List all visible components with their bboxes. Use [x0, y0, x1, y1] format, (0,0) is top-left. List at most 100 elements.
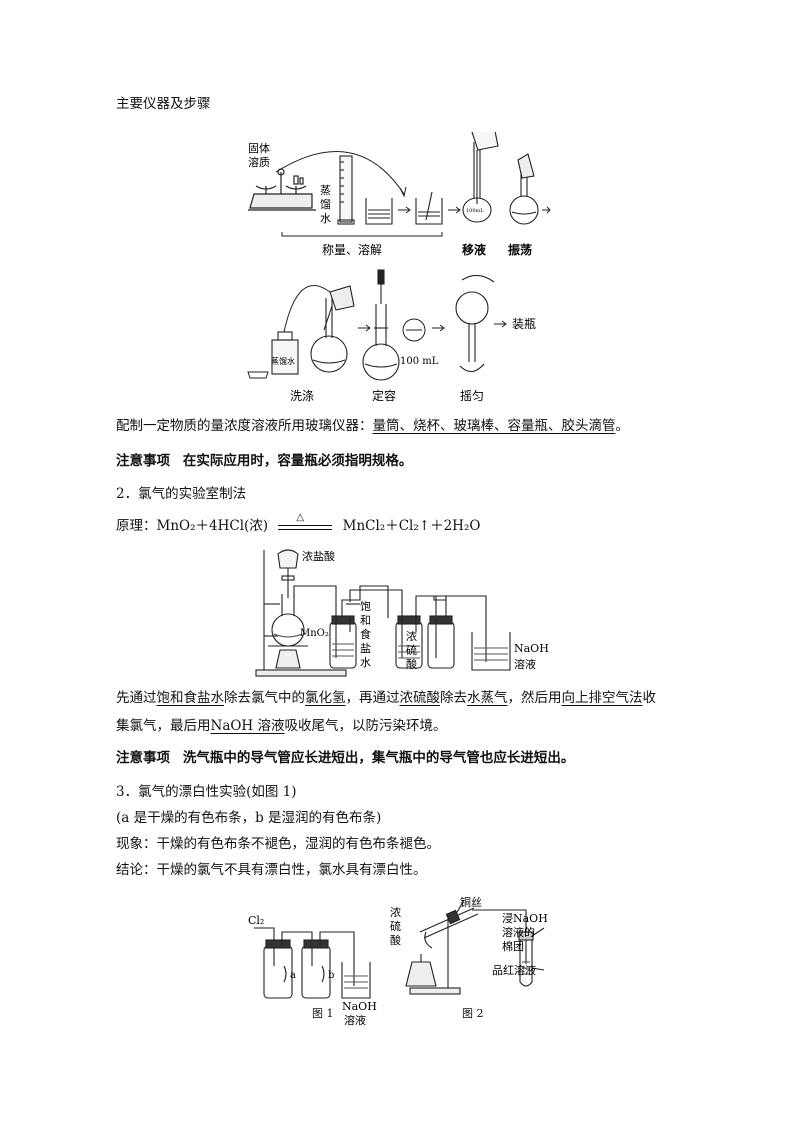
note-label: 注意事项 [116, 750, 170, 766]
text-span: 先通过 [116, 690, 157, 706]
label-naoh-2: 溶液 [514, 657, 536, 671]
chlorine-paragraph-line-2: 集氯气，最后用NaOH 溶液吸收尾气，以防污染环境。 [116, 716, 447, 736]
label-sat-salt-4: 盐 [360, 642, 371, 655]
label-conc-hcl: 浓盐酸 [302, 549, 335, 563]
label-naoh-fig1-2: 溶液 [344, 1013, 366, 1026]
label-distilled-water-2: 馏 [320, 197, 331, 211]
underline-sat-salt: 饱和食盐水 [156, 690, 225, 706]
label-invert-mix: 摇匀 [460, 389, 484, 403]
label-weigh-dissolve: 称量、溶解 [322, 242, 382, 257]
graduated-cylinder [337, 155, 355, 225]
label-cotton-1: 浸NaOH [502, 912, 548, 925]
flask-invert-mix [455, 274, 495, 373]
figure-2-caption: 图 2 [462, 1007, 484, 1020]
chlorine-paragraph-line-1: 先通过饱和食盐水除去氯气中的氯化氢，再通过浓硫酸除去水蒸气，然后用向上排空气法收 [116, 688, 656, 708]
underline-hcl: 氯化氢 [305, 690, 346, 706]
label-conc-h2so4-fig2-3: 酸 [390, 933, 401, 947]
note-text: 洗气瓶中的导气管应长进短出，集气瓶中的导气管也应长进短出。 [182, 750, 575, 766]
balance-illustration [248, 168, 316, 211]
test-tube-receiving [519, 936, 533, 987]
label-sat-salt-3: 食 [360, 627, 371, 641]
label-cotton-3: 棉团 [502, 939, 524, 953]
label-distilled-water-3: 水 [320, 212, 331, 225]
delivery-tube [472, 909, 527, 964]
equation-arrow: △ [278, 512, 333, 534]
equation-condition: △ [296, 511, 305, 523]
underline-water-vapor: 水蒸气 [467, 690, 508, 706]
text-span: ，再通过 [345, 690, 400, 706]
label-sat-salt-1: 饱 [360, 599, 371, 613]
beaker-naoh-fig1 [341, 962, 371, 999]
label-shake: 振荡 [508, 242, 532, 257]
gas-tube-1 [293, 585, 337, 616]
figure-solution-steps-bottom: 蒸馏水 洗涤 100 mL 定容 摇匀 装瓶 [247, 269, 536, 403]
figure-chlorine-apparatus: 浓盐酸 MnO₂ 饱 和 食 盐 水 浓 硫 酸 NaOH 溶液 [255, 549, 549, 677]
figure-solution-steps-top: 固体 溶质 蒸 馏 水 100mL 称量、溶解 [248, 132, 551, 257]
ab-note: (a 是干燥的有色布条，b 是湿润的有色布条) [116, 810, 382, 826]
underline-upward-air: 向上排空气法 [561, 690, 643, 706]
volumetric-flask-shake [509, 153, 539, 225]
label-solute: 溶质 [248, 155, 270, 169]
label-distilled-water-1: 蒸 [320, 184, 331, 197]
flask-washing [310, 285, 355, 373]
label-wash-bottle: 蒸馏水 [271, 356, 295, 366]
label-sat-salt-2: 和 [360, 614, 371, 627]
alcohol-lamp-fig2 [405, 961, 437, 987]
label-conc-h2so4-fig2-1: 浓 [390, 906, 401, 919]
beaker-dissolve [365, 198, 393, 225]
glassware-list: 量筒、烧杯、玻璃棒、容量瓶、胶头滴管 [372, 418, 616, 434]
beaker-stirring [415, 191, 443, 225]
text-span: 除去氯气中的 [224, 690, 305, 706]
text-span: 除去 [440, 690, 467, 706]
glassware-lead: 配制一定物质的量浓度溶液所用玻璃仪器： [116, 418, 373, 434]
test-tube-reaction [419, 907, 475, 933]
label-volume: 100 mL [400, 356, 439, 367]
label-mno2: MnO₂ [300, 628, 329, 639]
alcohol-lamp [275, 649, 301, 669]
flask-make-volume [362, 269, 400, 381]
text-span: ，然后用 [507, 690, 562, 706]
text-span: 集氯气，最后用 [116, 718, 211, 734]
section-title-bleaching: 3．氯气的漂白性实验(如图 1) [116, 784, 297, 800]
label-copper: 铜丝 [460, 895, 482, 909]
label-cl2: Cl₂ [248, 914, 264, 927]
label-conc-h2so4-2: 硫 [406, 643, 417, 657]
label-pinkred: 品红溶液 [492, 963, 536, 977]
label-a: a [290, 970, 296, 981]
underline-conc-h2so4: 浓硫酸 [399, 690, 441, 706]
note-volumetric: 注意事项 在实际应用时，容量瓶必须指明规格。 [116, 451, 412, 471]
label-sat-salt-5: 水 [360, 656, 371, 669]
principle-label: 原理： [116, 518, 157, 534]
label-b: b [328, 970, 334, 981]
bottle-dry-strip [263, 945, 293, 999]
label-transfer: 移液 [462, 242, 486, 257]
flask-text: 100mL [466, 208, 484, 214]
washing-bottle-salt [329, 621, 357, 669]
label-conc-h2so4-1: 浓 [406, 630, 417, 643]
phenomenon: 现象：干燥的有色布条不褪色，湿润的有色布条褪色。 [116, 836, 440, 852]
label-solid: 固体 [248, 141, 270, 155]
figure-1-caption: 图 1 [312, 1007, 334, 1020]
figure-2-copper-h2so4: 浓 硫 酸 铜丝 浸NaOH 溶液的 棉团 品红溶液 [390, 895, 548, 995]
label-bottle-step: 装瓶 [512, 317, 536, 331]
separatory-funnel [277, 549, 299, 569]
label-naoh-1: NaOH [514, 642, 549, 655]
conclusion: 结论：干燥的氯气不具有漂白性，氯水具有漂白性。 [116, 862, 427, 878]
transfer-arrow [275, 151, 405, 195]
glassware-line: 配制一定物质的量浓度溶液所用玻璃仪器：量筒、烧杯、玻璃棒、容量瓶、胶头滴管。 [116, 416, 629, 436]
label-wash: 洗涤 [290, 389, 314, 403]
principle-line: 原理：MnO₂＋4HCl(浓) △ MnCl₂＋Cl₂↑＋2H₂O [116, 512, 481, 536]
section-heading-instruments: 主要仪器及步骤 [116, 96, 211, 112]
note-text: 在实际应用时，容量瓶必须指明规格。 [182, 453, 413, 469]
label-conc-h2so4-3: 酸 [406, 657, 417, 671]
equation-right: MnCl₂＋Cl₂↑＋2H₂O [342, 518, 481, 534]
underline-naoh: NaOH 溶液 [210, 718, 285, 734]
label-naoh-fig1-1: NaOH [342, 1000, 377, 1013]
beaker-naoh [471, 632, 511, 671]
note-label: 注意事项 [116, 453, 170, 469]
section-title-chlorine: 2．氯气的实验室制法 [116, 486, 247, 502]
volumetric-flask-transfer [462, 132, 499, 223]
bottle-wet-strip [301, 945, 331, 999]
glassware-end: 。 [615, 418, 630, 434]
label-make-volume: 定容 [372, 388, 396, 403]
